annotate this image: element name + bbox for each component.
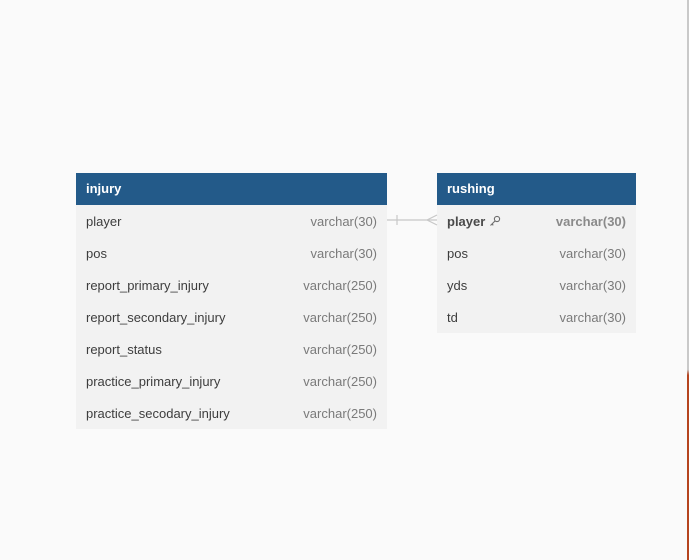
table-header[interactable]: injury xyxy=(76,173,387,205)
column-row[interactable]: practice_primary_injury varchar(250) xyxy=(76,365,387,397)
column-row-primary-key[interactable]: player varchar(30) xyxy=(437,205,636,237)
column-type: varchar(30) xyxy=(559,309,626,325)
column-name: report_status xyxy=(86,341,162,357)
column-type: varchar(30) xyxy=(559,245,626,261)
column-type: varchar(30) xyxy=(310,245,377,261)
column-name: report_primary_injury xyxy=(86,277,209,293)
column-type: varchar(250) xyxy=(303,309,377,325)
column-type: varchar(250) xyxy=(303,341,377,357)
column-name: td xyxy=(447,309,458,325)
many-crowfoot-lower xyxy=(426,219,438,226)
column-row[interactable]: pos varchar(30) xyxy=(437,237,636,269)
column-name: pos xyxy=(447,245,468,261)
column-row[interactable]: report_secondary_injury varchar(250) xyxy=(76,301,387,333)
column-type: varchar(30) xyxy=(310,213,377,229)
column-type: varchar(30) xyxy=(559,277,626,293)
many-crowfoot-upper xyxy=(426,214,438,221)
column-name-cell: player xyxy=(447,214,501,229)
column-name: yds xyxy=(447,277,468,293)
column-type: varchar(250) xyxy=(303,277,377,293)
table-rushing[interactable]: rushing player varchar(30) pos varchar(3… xyxy=(437,173,636,333)
column-name: practice_secodary_injury xyxy=(86,405,230,421)
column-row[interactable]: practice_secodary_injury varchar(250) xyxy=(76,397,387,429)
column-row[interactable]: report_status varchar(250) xyxy=(76,333,387,365)
column-row[interactable]: yds varchar(30) xyxy=(437,269,636,301)
window-edge xyxy=(687,0,689,560)
column-type: varchar(30) xyxy=(555,213,626,229)
table-header[interactable]: rushing xyxy=(437,173,636,205)
column-row[interactable]: td varchar(30) xyxy=(437,301,636,333)
table-injury[interactable]: injury player varchar(30) pos varchar(30… xyxy=(76,173,387,429)
column-name: player xyxy=(86,213,122,229)
column-type: varchar(250) xyxy=(303,405,377,421)
column-name: pos xyxy=(86,245,107,261)
column-name: practice_primary_injury xyxy=(86,373,221,389)
column-row[interactable]: report_primary_injury varchar(250) xyxy=(76,269,387,301)
column-type: varchar(250) xyxy=(303,373,377,389)
column-name: report_secondary_injury xyxy=(86,309,226,325)
column-row[interactable]: pos varchar(30) xyxy=(76,237,387,269)
column-row[interactable]: player varchar(30) xyxy=(76,205,387,237)
key-icon xyxy=(490,215,501,226)
column-name: player xyxy=(447,213,486,229)
